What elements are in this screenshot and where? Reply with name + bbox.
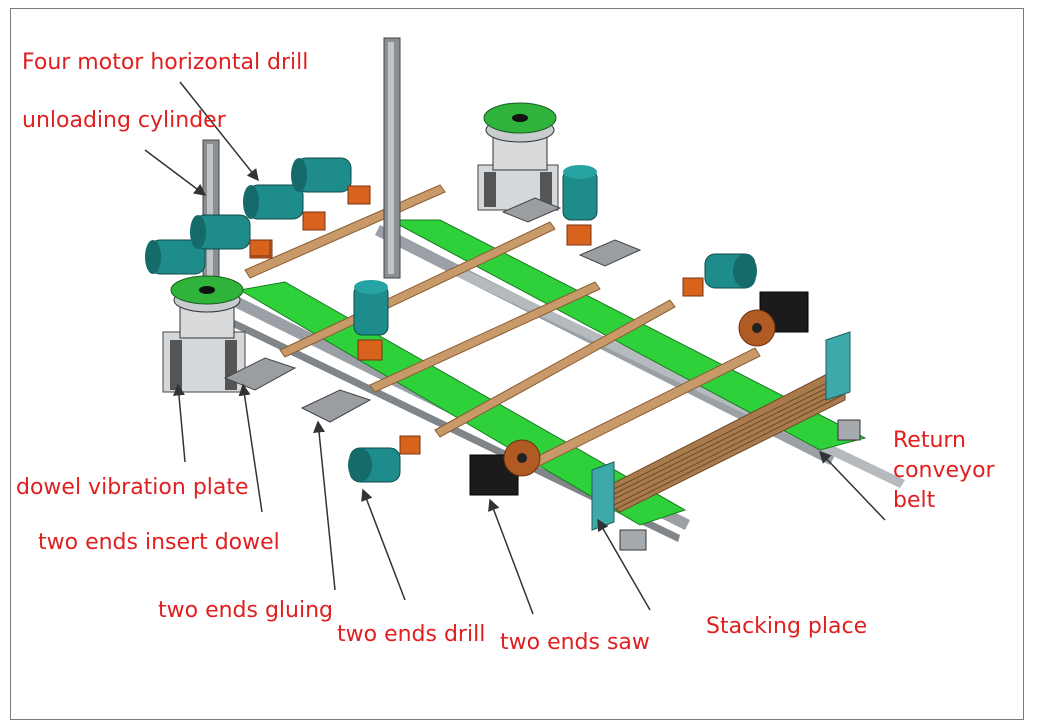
conveyor-belt <box>238 219 867 526</box>
end-drill-motor <box>348 435 421 483</box>
label-unloading-cylinder: unloading cylinder <box>22 108 226 133</box>
belt-rollers <box>619 419 861 551</box>
vertical-drill-motor <box>353 280 389 361</box>
label-drill: two ends drill <box>337 622 486 647</box>
label-saw: two ends saw <box>500 630 650 655</box>
motor <box>291 157 371 205</box>
vibration-bowl-right <box>477 102 559 211</box>
label-four-motor-drill: Four motor horizontal drill <box>22 50 309 75</box>
label-dowel-vibration-plate: dowel vibration plate <box>16 475 249 500</box>
label-return-conveyor-line3: belt <box>893 488 936 513</box>
label-insert-dowel: two ends insert dowel <box>38 530 280 555</box>
label-gluing: two ends gluing <box>158 598 334 623</box>
motor <box>243 184 326 231</box>
stacking-stops <box>591 331 851 531</box>
unloading-cylinder-posts <box>202 37 401 281</box>
label-stacking-place: Stacking place <box>706 614 868 639</box>
saw-unit <box>738 291 809 347</box>
image-border <box>10 8 1024 720</box>
vertical-drill-motor <box>562 165 598 246</box>
conveyor-frame <box>230 225 905 542</box>
label-return-conveyor-line2: conveyor <box>893 458 995 483</box>
vibration-bowl-left <box>162 275 246 393</box>
leader-lines <box>144 81 886 615</box>
saw-unit <box>469 439 541 496</box>
label-return-conveyor-line1: Return <box>893 428 967 453</box>
motor <box>190 214 271 257</box>
end-drill-motor <box>682 253 757 297</box>
four-motor-drill <box>145 157 371 275</box>
gluing-plates <box>223 197 642 423</box>
